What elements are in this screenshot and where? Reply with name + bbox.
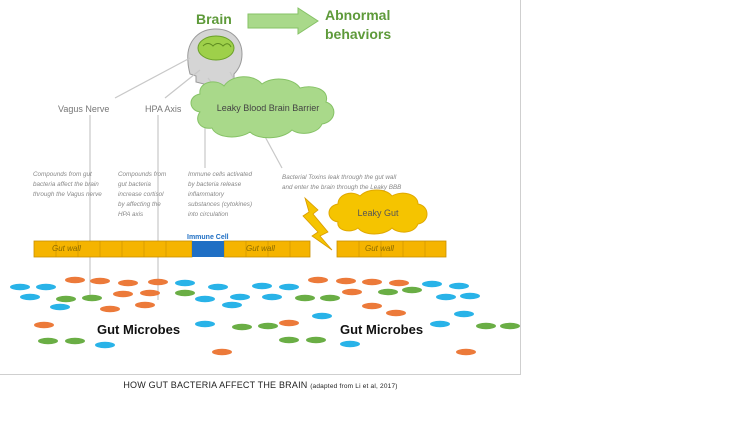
abnormal-label-line2: behaviors: [325, 26, 391, 42]
vagus-note-line3: through the Vagus nerve: [33, 191, 102, 198]
hpa-note-line4: by affecting the: [118, 201, 161, 208]
microbe-blue: [20, 293, 40, 301]
microbe-green: [232, 323, 252, 331]
microbe-blue: [230, 293, 250, 301]
gut-wall-label-right: Gut wall: [365, 244, 394, 253]
hpa-axis-label: HPA Axis: [145, 104, 182, 114]
immune-cell-block: [192, 241, 224, 257]
microbe-blue: [449, 282, 469, 290]
microbe-blue: [10, 283, 30, 291]
microbe-green: [175, 289, 195, 297]
microbe-orange: [90, 277, 110, 285]
hpa-note-line3: increase cortisol: [118, 191, 164, 198]
vagus-nerve-label: Vagus Nerve: [58, 104, 109, 114]
gut-microbes-label-right: Gut Microbes: [340, 322, 423, 337]
microbe-green: [279, 336, 299, 344]
gut-wall: [33, 240, 447, 258]
microbe-blue: [195, 295, 215, 303]
hpa-note-line5: HPA axis: [118, 211, 144, 218]
microbe-green: [500, 322, 520, 330]
microbe-orange: [65, 276, 85, 284]
microbe-orange: [308, 276, 328, 284]
right-arrow-icon: [247, 7, 319, 35]
microbe-orange: [113, 290, 133, 298]
microbe-green: [402, 286, 422, 294]
microbe-orange: [336, 277, 356, 285]
brain-head-icon: [187, 28, 243, 93]
immune-note-line4: substances (cytokines): [188, 201, 252, 208]
vagus-note-line1: Compounds from gut: [33, 171, 92, 178]
vagus-note-line2: bacteria affect the brain: [33, 181, 99, 188]
hpa-note-line2: gut bacteria: [118, 181, 151, 188]
microbe-orange: [279, 319, 299, 327]
brain-label: Brain: [196, 11, 232, 27]
immune-note-line5: into circulation: [188, 211, 229, 218]
gut-wall-label-middle: Gut wall: [246, 244, 275, 253]
lightning-bolt-icon: [302, 196, 333, 251]
toxins-note-line1: Bacterial Toxins leak through the gut wa…: [282, 174, 397, 181]
figure-caption: HOW GUT BACTERIA AFFECT THE BRAIN (adapt…: [0, 380, 521, 390]
microbe-blue: [436, 293, 456, 301]
gut-microbes-cluster: [10, 276, 520, 356]
microbe-blue: [175, 279, 195, 287]
microbe-blue: [95, 341, 115, 349]
microbe-green: [476, 322, 496, 330]
microbe-orange: [148, 278, 168, 286]
immune-cell-label: Immune Cell: [187, 234, 229, 241]
microbe-orange: [34, 321, 54, 329]
microbe-blue: [279, 283, 299, 291]
microbe-orange: [135, 301, 155, 309]
microbe-orange: [389, 279, 409, 287]
microbe-blue: [460, 292, 480, 300]
microbe-green: [295, 294, 315, 302]
microbe-orange: [386, 309, 406, 317]
gut-wall-segment: [336, 240, 447, 258]
immune-note-line3: inflammatory: [188, 191, 225, 198]
microbe-blue: [262, 293, 282, 301]
figure-frame: [0, 0, 521, 375]
microbe-green: [378, 288, 398, 296]
microbe-blue: [222, 301, 242, 309]
immune-note-line2: by bacteria release: [188, 181, 242, 188]
microbe-orange: [362, 278, 382, 286]
gut-wall-label-left: Gut wall: [52, 244, 81, 253]
microbe-blue: [252, 282, 272, 290]
toxins-note-line2: and enter the brain through the Leaky BB…: [282, 184, 401, 191]
immune-note-line1: Immune cells activated: [188, 171, 253, 178]
microbe-blue: [422, 280, 442, 288]
abnormal-label-line1: Abnormal: [325, 7, 390, 23]
microbe-green: [56, 295, 76, 303]
microbe-blue: [36, 283, 56, 291]
microbe-orange: [100, 305, 120, 313]
caption-source: (adapted from Li et al, 2017): [310, 383, 398, 390]
microbe-blue: [50, 303, 70, 311]
microbe-orange: [342, 288, 362, 296]
gut-microbes-label-left: Gut Microbes: [97, 322, 180, 337]
microbe-blue: [340, 340, 360, 348]
microbe-green: [38, 337, 58, 345]
microbe-green: [320, 294, 340, 302]
leaky-bbb-cloud: [190, 76, 335, 139]
microbe-green: [65, 337, 85, 345]
microbe-orange: [362, 302, 382, 310]
leaky-gut-cloud: [328, 189, 428, 235]
microbe-blue: [195, 320, 215, 328]
microbe-blue: [430, 320, 450, 328]
microbe-green: [82, 294, 102, 302]
microbe-blue: [312, 312, 332, 320]
caption-title: HOW GUT BACTERIA AFFECT THE BRAIN: [123, 380, 308, 390]
microbe-orange: [456, 348, 476, 356]
microbe-blue: [208, 283, 228, 291]
microbe-blue: [454, 310, 474, 318]
microbe-green: [306, 336, 326, 344]
microbe-orange: [140, 289, 160, 297]
microbe-orange: [212, 348, 232, 356]
leaky-bbb-label: Leaky Blood Brain Barrier: [217, 103, 320, 113]
microbe-orange: [118, 279, 138, 287]
hpa-note-line1: Compounds from: [118, 171, 166, 178]
microbe-green: [258, 322, 278, 330]
leaky-gut-label: Leaky Gut: [357, 208, 399, 218]
